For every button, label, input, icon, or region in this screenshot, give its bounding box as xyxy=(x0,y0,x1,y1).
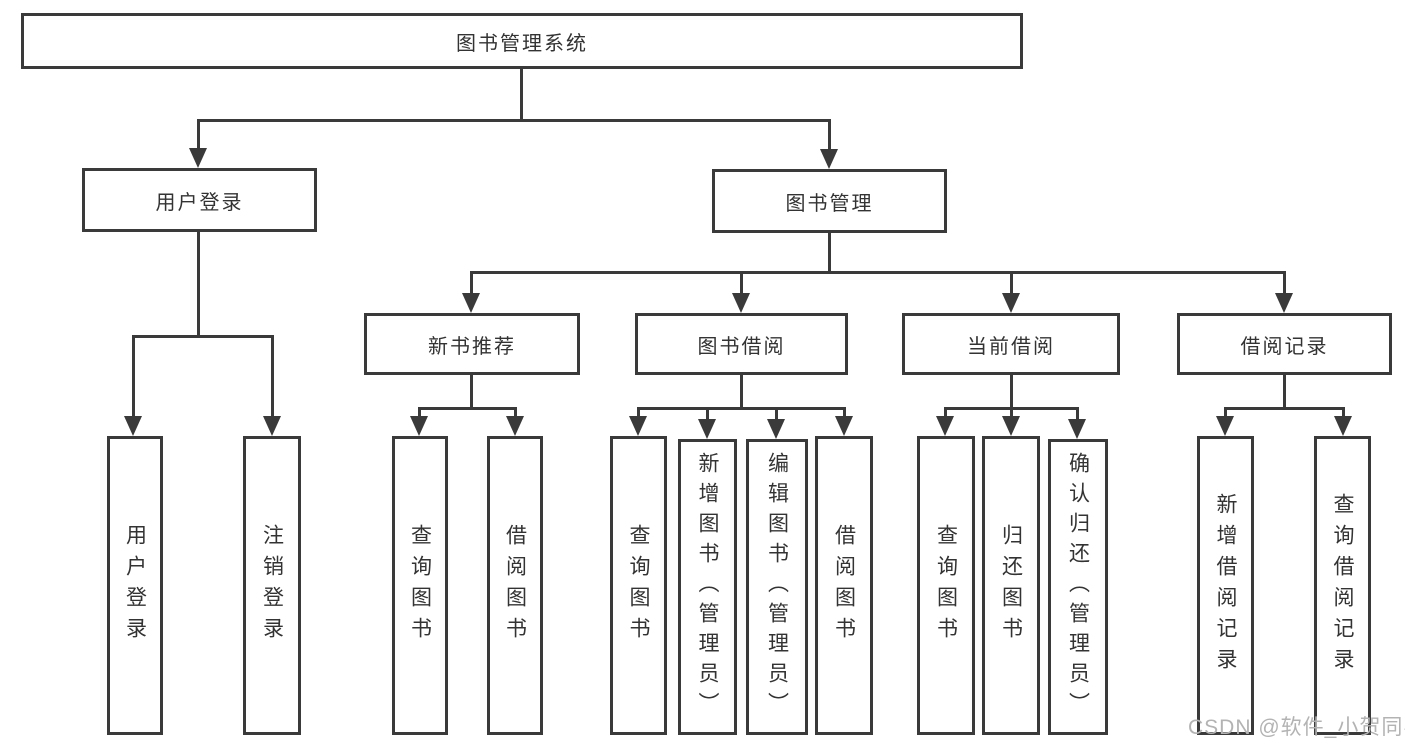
connector-book-management-rail xyxy=(470,271,1285,274)
arrow-query-books-3 xyxy=(936,416,954,436)
connector-drop-current-borrowing xyxy=(1010,271,1013,296)
connector-drop-query-books-1 xyxy=(418,407,421,418)
connector-book-management-stem xyxy=(828,233,831,271)
connector-user-login-stem xyxy=(197,232,200,335)
connector-user-login-rail xyxy=(132,335,273,338)
arrow-edit-books xyxy=(767,419,785,439)
connector-drop-borrow-books-2 xyxy=(843,407,846,418)
connector-drop-confirm-return xyxy=(1076,407,1079,421)
connector-drop-book-borrowing xyxy=(740,271,743,296)
connector-drop-add-record xyxy=(1224,407,1227,418)
connector-root-rail xyxy=(197,119,830,122)
connector-drop-query-books-2 xyxy=(637,407,640,418)
csdn-watermark: CSDN @软件_小贺同学 xyxy=(1188,716,1405,739)
leaf-edit-books-admin: 编辑图书（管理员） xyxy=(746,439,808,735)
arrow-leaf-user-login xyxy=(124,416,142,436)
connector-drop-query-books-3 xyxy=(944,407,947,418)
leaf-query-books-current: 查询图书 xyxy=(917,436,975,735)
leaf-borrow-books-borrowing: 借阅图书 xyxy=(815,436,873,735)
connector-drop-return-books xyxy=(1010,407,1013,418)
connector-drop-borrowing-records xyxy=(1283,271,1286,296)
connector-borrowing-records-stem xyxy=(1283,375,1286,407)
leaf-query-borrow-record: 查询借阅记录 xyxy=(1314,436,1371,735)
arrow-query-books-2 xyxy=(629,416,647,436)
connector-book-borrowing-rail xyxy=(637,407,845,410)
node-user-login: 用户登录 xyxy=(82,168,317,232)
leaf-add-borrow-record: 新增借阅记录 xyxy=(1197,436,1254,735)
connector-drop-query-record xyxy=(1342,407,1345,418)
leaf-borrow-books-recommend: 借阅图书 xyxy=(487,436,543,735)
connector-new-book-rail xyxy=(418,407,516,410)
node-book-management: 图书管理 xyxy=(712,169,947,233)
leaf-add-books-admin: 新增图书（管理员） xyxy=(678,439,737,735)
connector-borrowing-records-rail xyxy=(1224,407,1344,410)
arrow-return-books xyxy=(1002,416,1020,436)
leaf-user-login: 用户登录 xyxy=(107,436,163,735)
arrow-book-management xyxy=(820,149,838,169)
connector-drop-new-book xyxy=(470,271,473,296)
connector-book-borrowing-stem xyxy=(740,375,743,407)
arrow-borrow-books-2 xyxy=(835,416,853,436)
node-book-borrowing: 图书借阅 xyxy=(635,313,848,375)
leaf-confirm-return-admin: 确认归还（管理员） xyxy=(1048,439,1108,735)
arrow-borrowing-records xyxy=(1275,293,1293,313)
arrow-leaf-logout xyxy=(263,416,281,436)
connector-new-book-stem xyxy=(470,375,473,407)
arrow-add-books xyxy=(698,419,716,439)
leaf-logout: 注销登录 xyxy=(243,436,301,735)
arrow-user-login xyxy=(189,148,207,168)
arrow-query-books-1 xyxy=(410,416,428,436)
connector-drop-user-login xyxy=(197,119,200,151)
node-borrowing-records: 借阅记录 xyxy=(1177,313,1392,375)
connector-drop-borrow-books-1 xyxy=(514,407,517,418)
node-new-book-recommendation: 新书推荐 xyxy=(364,313,580,375)
leaf-query-books-recommend: 查询图书 xyxy=(392,436,448,735)
node-library-management-system: 图书管理系统 xyxy=(21,13,1023,69)
arrow-query-record xyxy=(1334,416,1352,436)
arrow-confirm-return xyxy=(1068,419,1086,439)
node-current-borrowing: 当前借阅 xyxy=(902,313,1120,375)
connector-drop-book-management xyxy=(828,119,831,152)
connector-drop-edit-books xyxy=(775,407,778,421)
arrow-borrow-books-1 xyxy=(506,416,524,436)
connector-drop-add-books xyxy=(706,407,709,421)
arrow-add-record xyxy=(1216,416,1234,436)
connector-current-borrowing-stem xyxy=(1010,375,1013,407)
connector-drop-leaf-logout xyxy=(271,335,274,418)
leaf-query-books-borrowing: 查询图书 xyxy=(610,436,667,735)
connector-root-stem xyxy=(520,69,523,119)
arrow-book-borrowing xyxy=(732,293,750,313)
connector-drop-leaf-user-login xyxy=(132,335,135,418)
leaf-return-books: 归还图书 xyxy=(982,436,1040,735)
arrow-current-borrowing xyxy=(1002,293,1020,313)
arrow-new-book xyxy=(462,293,480,313)
